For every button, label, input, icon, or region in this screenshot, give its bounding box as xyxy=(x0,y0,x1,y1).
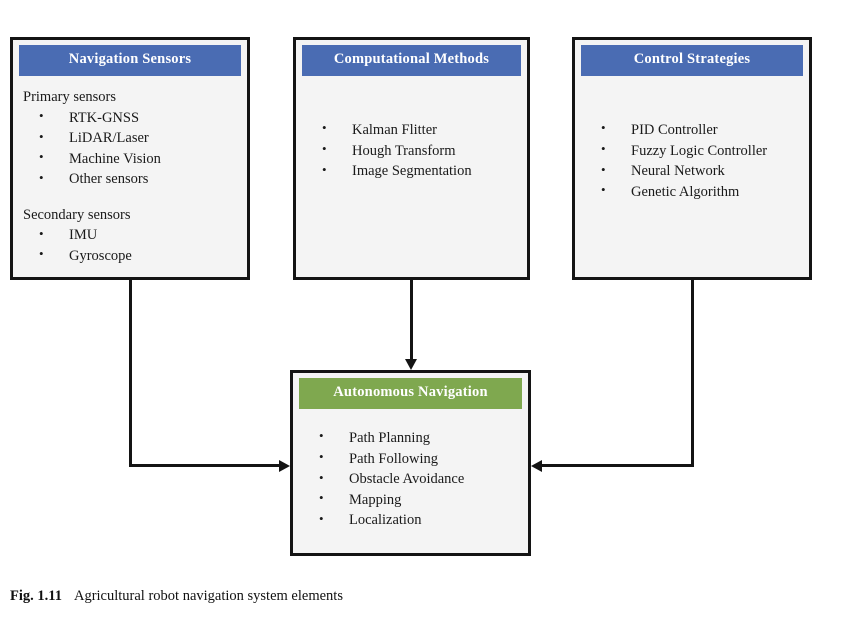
node-autonomous-navigation-title: Autonomous Navigation xyxy=(299,378,522,409)
group-title-secondary-sensors: Secondary sensors xyxy=(23,206,131,223)
node-computational-methods-title: Computational Methods xyxy=(302,45,521,76)
list-item: Path Following xyxy=(303,448,518,470)
list-item: Fuzzy Logic Controller xyxy=(585,140,799,162)
list-primary-sensors: RTK-GNSS LiDAR/Laser Machine Vision Othe… xyxy=(23,107,237,190)
node-control-strategies-body: PID Controller Fuzzy Logic Controller Ne… xyxy=(575,76,809,277)
node-autonomous-navigation-body: Path Planning Path Following Obstacle Av… xyxy=(293,409,528,553)
node-computational-methods-body: Kalman Flitter Hough Transform Image Seg… xyxy=(296,76,527,277)
connector-control-strategies-vertical xyxy=(691,280,694,467)
list-item: Genetic Algorithm xyxy=(585,181,799,203)
connector-navigation-sensors-horizontal xyxy=(129,464,281,467)
list-item: LiDAR/Laser xyxy=(23,128,237,149)
connector-computational-methods-vertical xyxy=(410,280,413,360)
list-item: Kalman Flitter xyxy=(306,119,517,141)
list-item: Other sensors xyxy=(23,169,237,190)
node-control-strategies[interactable]: Control Strategies PID Controller Fuzzy … xyxy=(572,37,812,280)
connector-control-strategies-horizontal xyxy=(540,464,694,467)
list-computational-methods: Kalman Flitter Hough Transform Image Seg… xyxy=(306,119,517,182)
connector-navigation-sensors-vertical xyxy=(129,280,132,467)
node-navigation-sensors[interactable]: Navigation Sensors Primary sensors RTK-G… xyxy=(10,37,250,280)
arrowhead-control-strategies-to-autonomous xyxy=(531,459,542,472)
list-secondary-sensors: IMU Gyroscope xyxy=(23,225,237,266)
node-autonomous-navigation[interactable]: Autonomous Navigation Path Planning Path… xyxy=(290,370,531,556)
list-item: Obstacle Avoidance xyxy=(303,469,518,490)
list-item: Machine Vision xyxy=(23,148,237,170)
list-item: PID Controller xyxy=(585,119,799,141)
list-control-strategies: PID Controller Fuzzy Logic Controller Ne… xyxy=(585,119,799,203)
arrowhead-computational-methods-to-autonomous xyxy=(405,359,417,370)
list-autonomous-navigation: Path Planning Path Following Obstacle Av… xyxy=(303,427,518,531)
node-control-strategies-title: Control Strategies xyxy=(581,45,803,76)
list-item: Hough Transform xyxy=(306,140,517,162)
group-spacer xyxy=(23,190,237,205)
group-title-primary-sensors: Primary sensors xyxy=(23,88,117,105)
list-item: Mapping xyxy=(303,489,518,511)
list-item: IMU xyxy=(23,225,237,246)
arrowhead-navigation-sensors-to-autonomous xyxy=(279,459,290,472)
list-item: Localization xyxy=(303,510,518,531)
node-navigation-sensors-body: Primary sensors RTK-GNSS LiDAR/Laser Mac… xyxy=(13,76,247,277)
node-computational-methods[interactable]: Computational Methods Kalman Flitter Hou… xyxy=(293,37,530,280)
list-item: Neural Network xyxy=(585,161,799,182)
list-item: Image Segmentation xyxy=(306,161,517,182)
node-navigation-sensors-title: Navigation Sensors xyxy=(19,45,241,76)
list-item: Gyroscope xyxy=(23,245,237,267)
figure-caption: Fig. 1.11 Agricultural robot navigation s… xyxy=(10,588,343,605)
list-item: Path Planning xyxy=(303,427,518,449)
figure-caption-text: Agricultural robot navigation system ele… xyxy=(73,588,343,604)
list-item: RTK-GNSS xyxy=(23,107,237,129)
figure-label: Fig. 1.11 xyxy=(10,588,62,604)
